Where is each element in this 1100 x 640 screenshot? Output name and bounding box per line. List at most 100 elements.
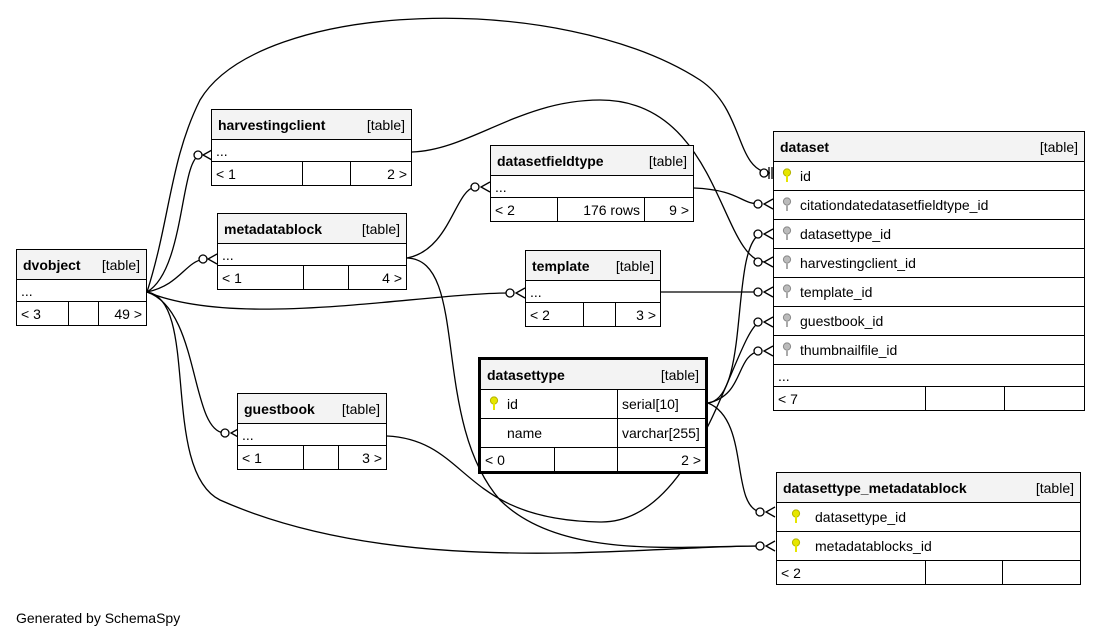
primary-key-icon bbox=[787, 538, 805, 554]
rows-cell bbox=[304, 266, 349, 289]
row-count: 176 rows bbox=[558, 198, 645, 221]
table-footer: < 3 49 > bbox=[17, 302, 146, 325]
children-link[interactable]: 3 > bbox=[636, 306, 656, 323]
parents-link[interactable]: < 2 bbox=[526, 303, 584, 326]
parents-link[interactable]: < 7 bbox=[774, 387, 926, 410]
foreign-key-icon bbox=[778, 313, 796, 329]
columns-ellipsis: ... bbox=[238, 424, 386, 446]
table-header: datasetfieldtype [table] bbox=[491, 146, 693, 176]
table-template[interactable]: template[table] ... < 2 3 > bbox=[525, 250, 661, 327]
column-name: thumbnailfile_id bbox=[800, 342, 898, 358]
column-row-datasettype-id[interactable]: datasettype_id bbox=[774, 220, 1084, 249]
children-link[interactable]: 49 > bbox=[114, 305, 142, 322]
children-link[interactable]: 3 > bbox=[362, 449, 382, 466]
foreign-key-icon bbox=[778, 197, 796, 213]
column-type: serial[10] bbox=[622, 396, 679, 412]
table-header: dataset [table] bbox=[774, 132, 1084, 162]
column-row-guestbook-id[interactable]: guestbook_id bbox=[774, 307, 1084, 336]
column-row-template-id[interactable]: template_id bbox=[774, 278, 1084, 307]
rows-cell bbox=[69, 302, 99, 325]
table-name[interactable]: harvestingclient bbox=[218, 116, 326, 133]
generated-by-label: Generated by SchemaSpy bbox=[16, 610, 181, 626]
table-harvestingclient[interactable]: harvestingclient [table] ... < 1 2 > bbox=[211, 109, 412, 186]
table-kind: [table] bbox=[1035, 479, 1074, 496]
children-link[interactable]: 2 > bbox=[681, 451, 701, 468]
table-dataset[interactable]: dataset [table] id citationdatedatasetfie… bbox=[773, 131, 1085, 411]
table-name[interactable]: template bbox=[532, 257, 590, 274]
column-row-datasettype-id[interactable]: datasettype_id bbox=[777, 503, 1080, 532]
table-kind: [table] bbox=[366, 116, 405, 133]
table-datasettype-metadatablock[interactable]: datasettype_metadatablock [table] dataset… bbox=[776, 472, 1081, 585]
table-name[interactable]: guestbook bbox=[244, 400, 315, 417]
column-name: id bbox=[507, 396, 518, 412]
rows-cell bbox=[584, 303, 616, 326]
table-footer: < 2 3 > bbox=[526, 303, 660, 326]
column-row-harvestingclient-id[interactable]: harvestingclient_id bbox=[774, 249, 1084, 278]
table-header: metadatablock [table] bbox=[218, 214, 406, 244]
table-kind: [table] bbox=[1039, 138, 1078, 155]
parents-link[interactable]: < 2 bbox=[491, 198, 558, 221]
rows-cell bbox=[555, 448, 618, 471]
children-link[interactable]: 4 > bbox=[382, 269, 402, 286]
table-name[interactable]: dvobject bbox=[23, 256, 81, 273]
column-row-name[interactable]: name varchar[255] bbox=[481, 419, 705, 448]
columns-ellipsis: ... bbox=[774, 365, 1084, 387]
columns-ellipsis: ... bbox=[491, 176, 693, 198]
rows-cell bbox=[926, 561, 1003, 584]
table-footer: < 1 4 > bbox=[218, 266, 406, 289]
columns-ellipsis: ... bbox=[218, 244, 406, 266]
column-row-thumbnailfile-id[interactable]: thumbnailfile_id bbox=[774, 336, 1084, 365]
table-footer: < 0 2 > bbox=[481, 448, 705, 471]
parents-link[interactable]: < 2 bbox=[777, 561, 926, 584]
table-footer: < 7 bbox=[774, 387, 1084, 410]
column-row-metadatablocks-id[interactable]: metadatablocks_id bbox=[777, 532, 1080, 561]
parents-link[interactable]: < 3 bbox=[17, 302, 69, 325]
table-name[interactable]: datasettype bbox=[487, 366, 565, 383]
table-name[interactable]: datasettype_metadatablock bbox=[783, 479, 967, 496]
table-footer: < 1 2 > bbox=[212, 162, 411, 185]
table-guestbook[interactable]: guestbook [table] ... < 1 3 > bbox=[237, 393, 387, 470]
column-row-id[interactable]: id serial[10] bbox=[481, 390, 705, 419]
column-name: datasettype_id bbox=[815, 509, 907, 525]
table-name[interactable]: dataset bbox=[780, 138, 830, 155]
children-link[interactable]: 2 > bbox=[387, 165, 407, 182]
table-kind: [table] bbox=[361, 220, 400, 237]
table-kind: [table] bbox=[660, 366, 699, 383]
parents-link[interactable]: < 0 bbox=[481, 448, 555, 471]
table-metadatablock[interactable]: metadatablock [table] ... < 1 4 > bbox=[217, 213, 407, 290]
table-footer: < 1 3 > bbox=[238, 446, 386, 469]
table-header: harvestingclient [table] bbox=[212, 110, 411, 140]
columns-ellipsis: ... bbox=[212, 140, 411, 162]
children-cell bbox=[1005, 387, 1084, 410]
children-link[interactable]: 9 > bbox=[669, 201, 689, 218]
parents-link[interactable]: < 1 bbox=[218, 266, 304, 289]
parents-link[interactable]: < 1 bbox=[212, 162, 303, 185]
primary-key-icon bbox=[787, 509, 805, 525]
parents-link[interactable]: < 1 bbox=[238, 446, 304, 469]
table-header: template[table] bbox=[526, 251, 660, 281]
rows-cell bbox=[303, 162, 351, 185]
table-footer: < 2 bbox=[777, 561, 1080, 584]
columns-ellipsis: ... bbox=[17, 280, 146, 302]
column-row-citationdatedatasetfieldtype-id[interactable]: citationdatedatasetfieldtype_id bbox=[774, 191, 1084, 220]
table-kind: [table] bbox=[101, 256, 140, 273]
table-name[interactable]: metadatablock bbox=[224, 220, 323, 237]
columns-ellipsis: ... bbox=[526, 281, 660, 303]
column-name: harvestingclient_id bbox=[800, 255, 916, 271]
table-name[interactable]: datasetfieldtype bbox=[497, 152, 604, 169]
column-name: datasettype_id bbox=[800, 226, 892, 242]
column-name: citationdatedatasetfieldtype_id bbox=[800, 197, 989, 213]
table-kind: [table] bbox=[341, 400, 380, 417]
rows-cell bbox=[304, 446, 339, 469]
column-name: name bbox=[481, 419, 618, 447]
table-header: guestbook [table] bbox=[238, 394, 386, 424]
column-row-id[interactable]: id bbox=[774, 162, 1084, 191]
table-datasettype[interactable]: datasettype [table] id serial[10] name va… bbox=[478, 357, 708, 474]
rows-cell bbox=[926, 387, 1005, 410]
column-name: metadatablocks_id bbox=[815, 538, 932, 554]
table-dvobject[interactable]: dvobject [table] ... < 3 49 > bbox=[16, 249, 147, 326]
table-kind: [table] bbox=[648, 152, 687, 169]
